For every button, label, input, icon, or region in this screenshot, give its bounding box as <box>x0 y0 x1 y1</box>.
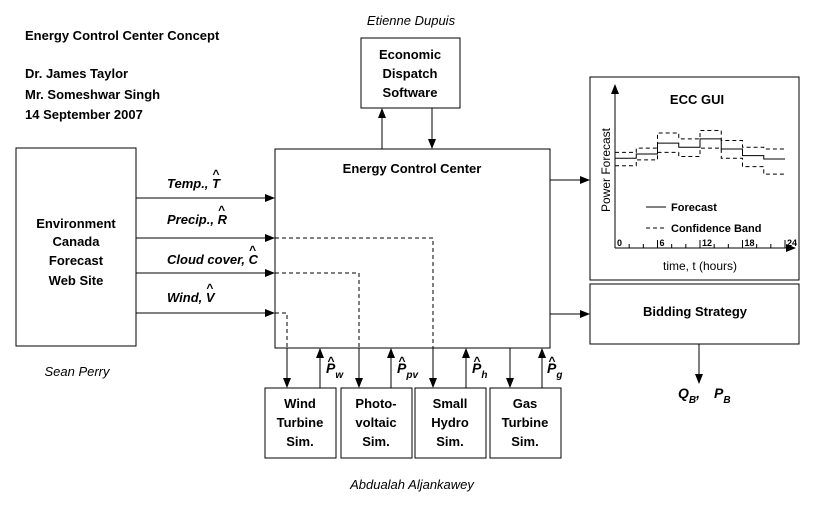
eds-label-3: Software <box>383 85 438 100</box>
gui-x-tick-label: 24 <box>787 238 797 248</box>
gui-x-tick-label: 18 <box>745 238 755 248</box>
ecc-label: Energy Control Center <box>343 161 482 176</box>
gui-series-confidence-band-2 <box>615 147 785 175</box>
sim-2-label-2: Sim. <box>436 434 463 449</box>
diagram-title: Energy Control Center Concept <box>25 28 220 43</box>
power-label-0: Pw <box>326 360 344 381</box>
input-hat-3: ^ <box>206 281 213 295</box>
sim-0-label-1: Turbine <box>277 415 324 430</box>
sim-3-label-1: Turbine <box>502 415 549 430</box>
credit-bottom: Abdualah Aljankawey <box>349 477 475 492</box>
input-label-2: Cloud cover, C <box>167 252 259 267</box>
sim-1-label-1: voltaic <box>355 415 396 430</box>
env-box <box>15 147 137 347</box>
power-hat-2: ^ <box>473 354 480 368</box>
gui-x-tick-label: 12 <box>702 238 712 248</box>
eds-label-1: Economic <box>379 47 441 62</box>
power-label-1: Ppv <box>397 360 419 381</box>
input-hat-0: ^ <box>213 167 220 181</box>
gui-xlabel: time, t (hours) <box>663 259 737 273</box>
output-q: QB, <box>678 385 700 406</box>
power-hat-3: ^ <box>548 354 555 368</box>
eds-label-2: Dispatch <box>383 66 438 81</box>
wind-sim-box <box>264 387 337 459</box>
env-label-3: Forecast <box>49 253 104 268</box>
sim-3-label-2: Sim. <box>511 434 538 449</box>
eds-box <box>360 37 461 109</box>
power-labels: Pw^Ppv^Ph^Pg^ <box>326 354 562 381</box>
env-label-1: Environment <box>36 216 116 231</box>
gui-legend-forecast: Forecast <box>671 202 717 214</box>
gui-x-tick-label: 6 <box>660 238 665 248</box>
hydro-sim-box <box>414 387 487 459</box>
sim-1-label-2: Sim. <box>362 434 389 449</box>
power-label-3: Pg <box>547 360 562 381</box>
dashed-cloud-to-pv <box>275 272 360 348</box>
dashed-precip-to-hydro <box>275 237 434 348</box>
credit-left: Sean Perry <box>44 364 111 379</box>
sim-0-label-2: Sim. <box>286 434 313 449</box>
gui-chart: ECC GUI Power Forecast time, t (hours) F… <box>599 84 797 273</box>
gui-series-forecast <box>615 138 785 160</box>
ecc-box <box>274 148 551 349</box>
gui-series-confidence-band-1 <box>615 129 785 153</box>
dashed-wind-to-windsim <box>275 312 288 348</box>
sim-2-label-0: Small <box>433 396 468 411</box>
input-hat-1: ^ <box>218 203 225 217</box>
gui-ylabel: Power Forecast <box>599 127 613 212</box>
power-hat-1: ^ <box>398 354 405 368</box>
env-label-4: Web Site <box>49 273 104 288</box>
author-line-2: Mr. Someshwar Singh <box>25 87 160 102</box>
sim-3-label-0: Gas <box>513 396 538 411</box>
output-p: PB <box>714 385 731 406</box>
input-label-0: Temp., T <box>167 176 221 191</box>
gui-box <box>589 76 800 281</box>
gui-x-tick-label: 0 <box>617 238 622 248</box>
power-label-2: Ph <box>472 360 487 381</box>
bidding-label: Bidding Strategy <box>643 304 748 319</box>
sim-1-label-0: Photo- <box>355 396 396 411</box>
sim-2-label-1: Hydro <box>431 415 469 430</box>
input-label-3: Wind, V <box>167 290 216 305</box>
credit-top: Etienne Dupuis <box>367 13 456 28</box>
gas-sim-box <box>489 387 562 459</box>
power-hat-0: ^ <box>327 354 334 368</box>
input-hat-2: ^ <box>249 243 256 257</box>
pv-sim-box <box>340 387 413 459</box>
gui-legend-band: Confidence Band <box>671 223 761 235</box>
input-label-1: Precip., R <box>167 212 228 227</box>
gui-title: ECC GUI <box>670 92 724 107</box>
date-line: 14 September 2007 <box>25 107 143 122</box>
bidding-box <box>589 283 800 345</box>
author-line-1: Dr. James Taylor <box>25 66 128 81</box>
env-label-2: Canada <box>53 234 101 249</box>
sim-0-label-0: Wind <box>284 396 316 411</box>
